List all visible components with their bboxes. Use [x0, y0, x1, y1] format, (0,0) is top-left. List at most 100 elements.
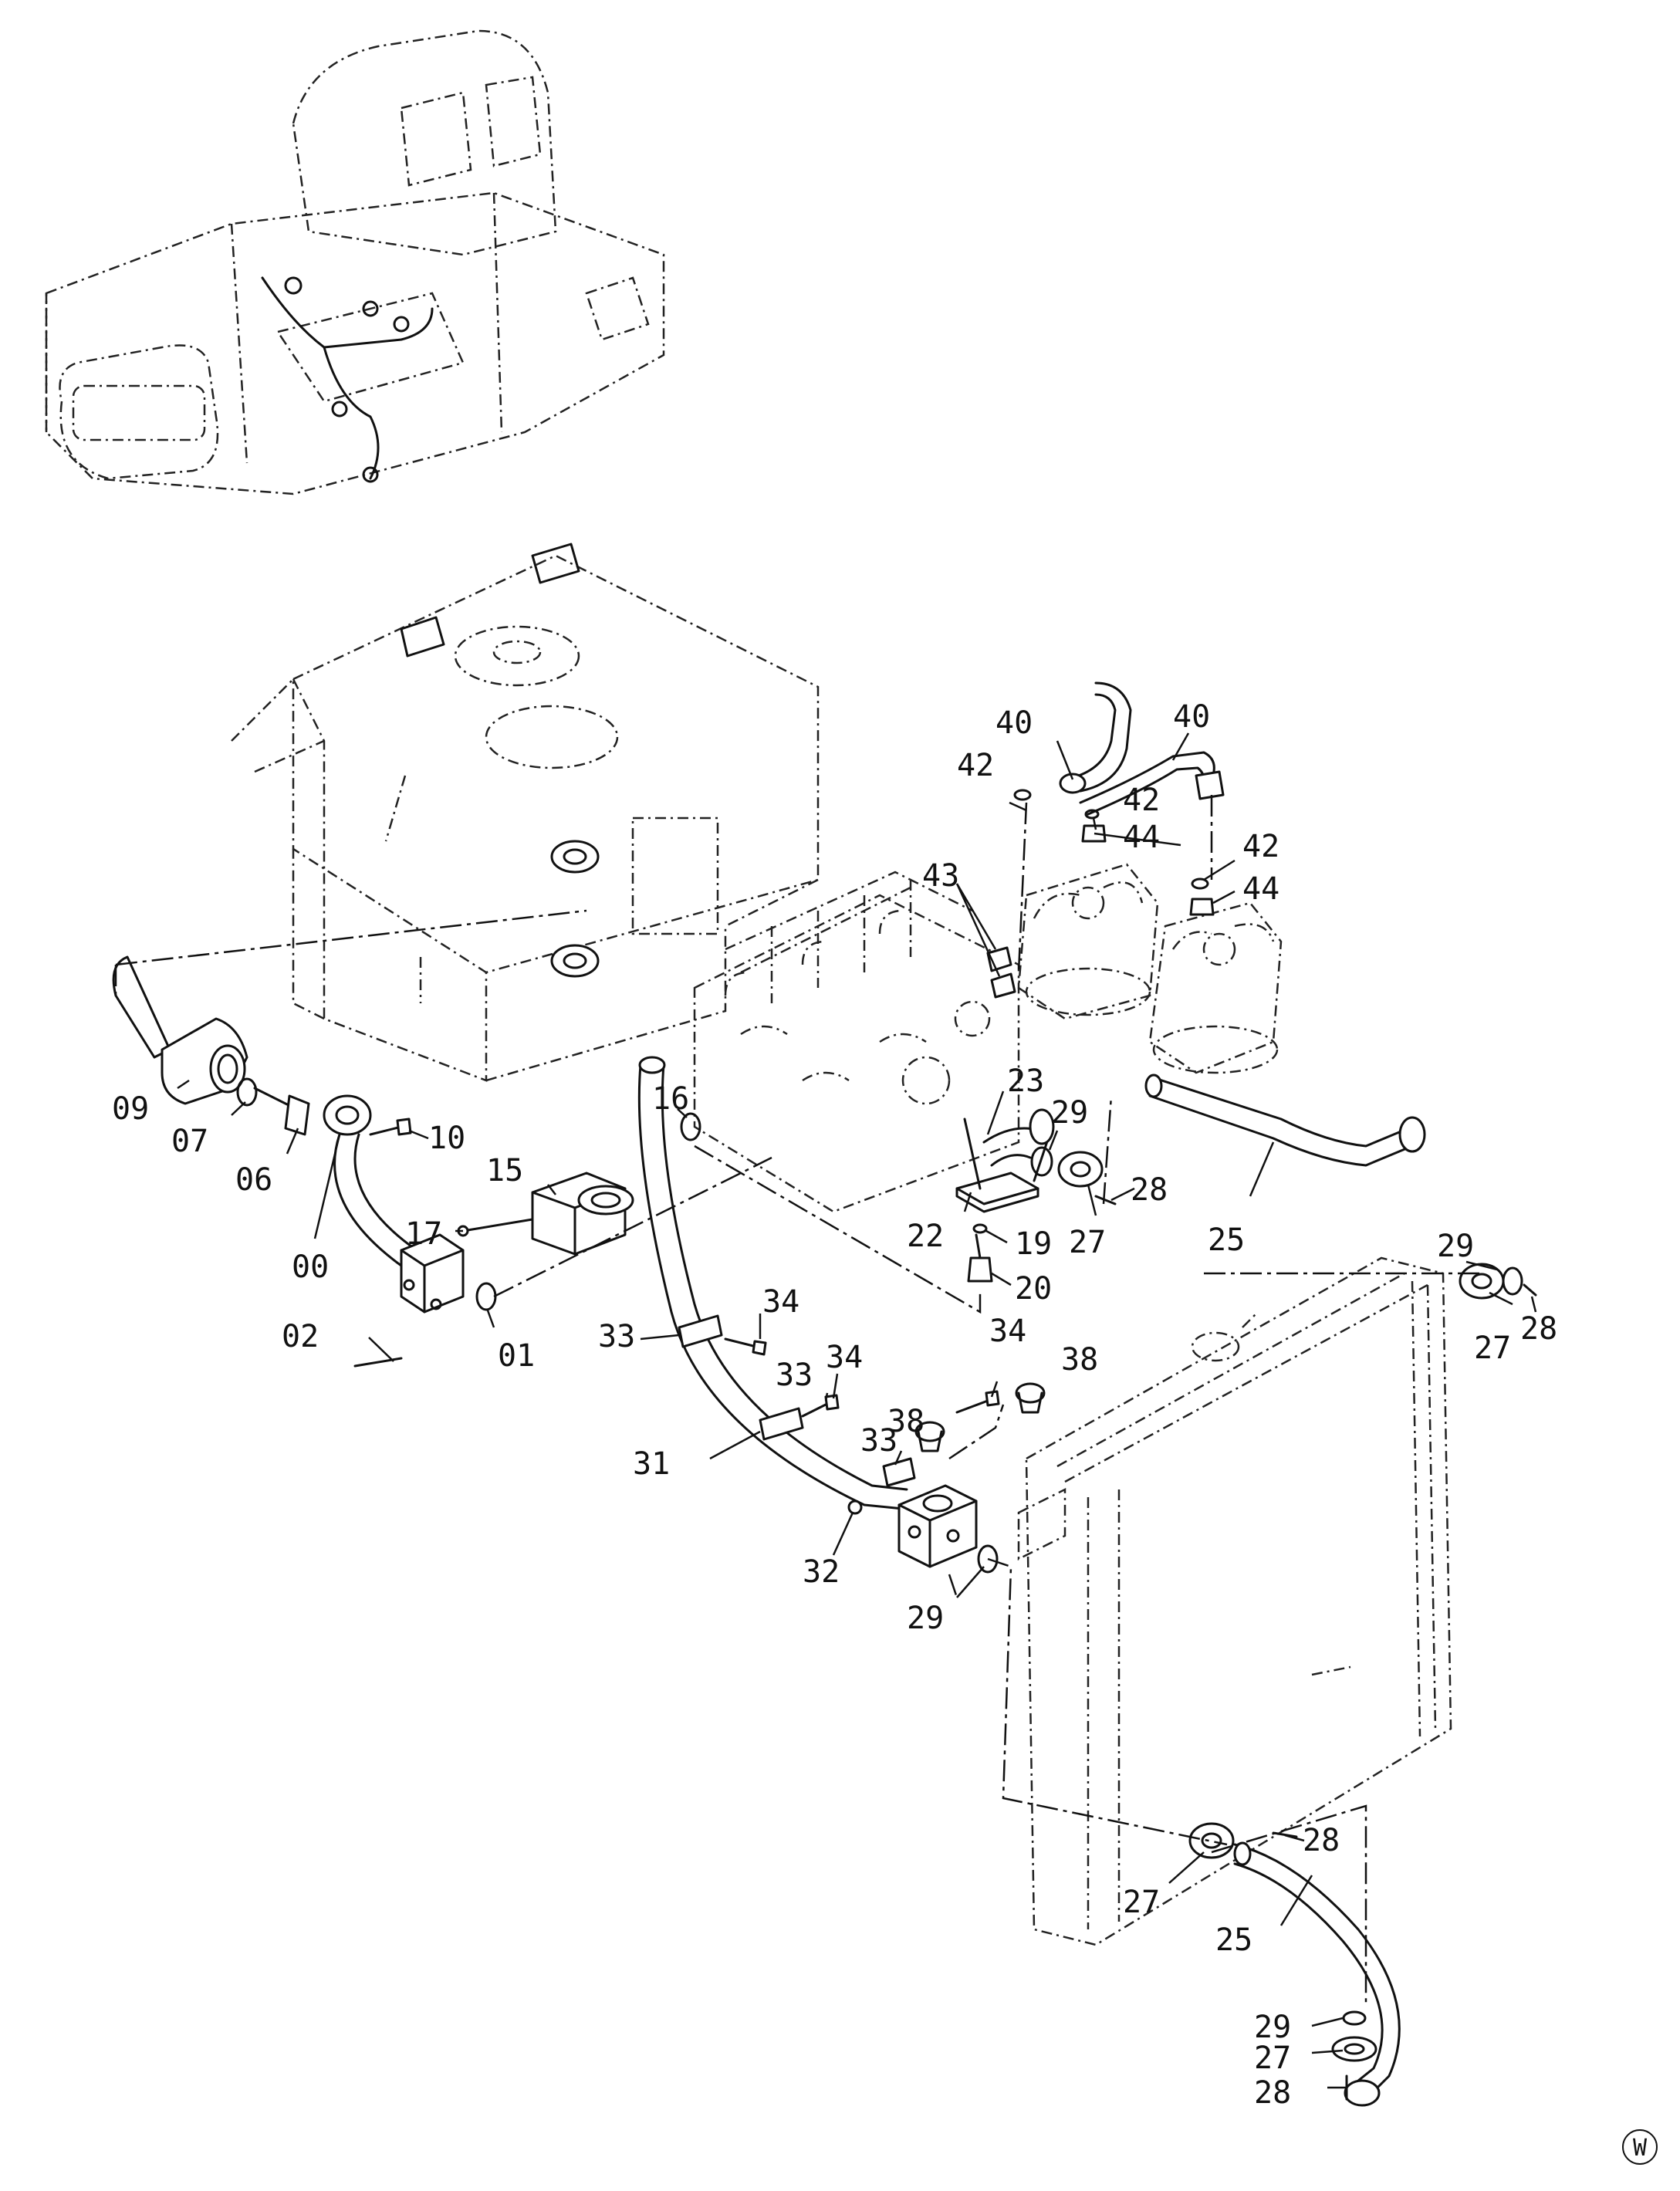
callout-27-lower-b: 27 — [1254, 2041, 1291, 2076]
callout-17: 17 — [405, 1216, 442, 1252]
callout-27-lower-a: 27 — [1123, 1885, 1160, 1920]
callout-29-lower: 29 — [1254, 2010, 1291, 2045]
callout-33-a: 33 — [598, 1319, 635, 1354]
callout-31: 31 — [633, 1446, 670, 1482]
pump-motor-phantom — [1148, 901, 1283, 1074]
callout-06: 06 — [235, 1162, 272, 1198]
return-pipe-31 — [637, 1056, 908, 1510]
plug-38-b — [1015, 1382, 1046, 1414]
o-ring-19 — [972, 1223, 988, 1234]
callout-25-lower: 25 — [1215, 1922, 1252, 1958]
svg-text:W: W — [1633, 2135, 1648, 2162]
fitting-06 — [253, 1087, 310, 1136]
callout-27-radiator-top: 27 — [1474, 1330, 1511, 1366]
tank-return-port — [550, 840, 600, 874]
callout-29-block: 29 — [907, 1601, 944, 1636]
pipe-25-lower — [1233, 1841, 1401, 2107]
o-ring-29-lower — [1342, 2010, 1367, 2026]
callout-42-b: 42 — [1123, 783, 1160, 818]
suction-pipe-09 — [112, 955, 248, 1105]
callout-01: 01 — [498, 1338, 535, 1374]
callout-34-b: 34 — [826, 1340, 863, 1375]
hose-40-left — [1059, 681, 1132, 794]
flange-22 — [955, 1117, 1039, 1213]
callout-33-b: 33 — [776, 1358, 813, 1393]
fitting-20 — [967, 1233, 993, 1283]
fitting-44-left — [1081, 824, 1107, 843]
fittings-43 — [986, 946, 1016, 999]
bolt-28-lower-a — [1272, 1831, 1298, 1838]
o-ring-42-a — [1013, 789, 1032, 801]
callout-34-a: 34 — [762, 1284, 799, 1320]
fitting-44-right — [1189, 898, 1215, 916]
callout-19: 19 — [1015, 1226, 1052, 1262]
callout-00: 00 — [292, 1249, 329, 1285]
swing-motor-phantom — [1017, 863, 1159, 1020]
assembly-chain-lines — [114, 795, 1482, 2007]
flange-00 — [323, 1094, 372, 1136]
callout-labels: 09 07 06 00 10 15 16 17 02 01 23 22 19 2… — [112, 699, 1557, 2111]
hose-40-right — [1079, 751, 1225, 816]
flange-27-lower-a — [1188, 1822, 1235, 1859]
callout-43: 43 — [922, 858, 959, 894]
flange-27-lower-b — [1331, 2036, 1377, 2062]
bolt-10 — [369, 1117, 412, 1136]
hydraulic-tank-phantom — [231, 543, 820, 1082]
block-02 — [400, 1233, 465, 1314]
callout-44-b: 44 — [1242, 871, 1279, 907]
view-mark-w: W — [1622, 2129, 1658, 2165]
elbow-23 — [982, 1108, 1055, 1182]
callout-10: 10 — [428, 1121, 465, 1156]
callout-23: 23 — [1007, 1063, 1044, 1099]
control-valve-phantom — [693, 871, 1020, 1213]
callout-16: 16 — [652, 1081, 689, 1117]
callout-07: 07 — [171, 1124, 208, 1159]
callout-29-elbow: 29 — [1051, 1095, 1088, 1131]
callout-32: 32 — [803, 1554, 840, 1590]
callout-38-b: 38 — [1061, 1342, 1098, 1378]
plug-32 — [847, 1500, 863, 1515]
callout-25-upper: 25 — [1208, 1222, 1245, 1258]
o-ring-29-elbow — [1030, 1146, 1053, 1177]
callout-33-c: 33 — [860, 1423, 897, 1459]
callout-27-upper: 27 — [1069, 1225, 1106, 1260]
callout-40-b: 40 — [1173, 699, 1210, 735]
tank-suction-port — [550, 944, 600, 978]
pipe-25-upper — [1144, 1074, 1426, 1167]
callout-28-upper: 28 — [1131, 1172, 1168, 1208]
plug-38-a — [914, 1421, 945, 1452]
excavator-overview-phantom — [45, 29, 665, 495]
callout-38-a: 38 — [887, 1404, 925, 1439]
callout-40-a: 40 — [995, 705, 1033, 741]
manifold-block — [897, 1484, 978, 1568]
o-ring-29-radiator-top — [1502, 1266, 1523, 1296]
callout-29-radiator-top: 29 — [1437, 1229, 1474, 1264]
callout-28-lower-b: 28 — [1254, 2075, 1291, 2111]
callout-34-c: 34 — [989, 1314, 1026, 1349]
o-ring-42-b — [1084, 809, 1100, 820]
clamp-33-a — [678, 1314, 723, 1348]
o-ring-01 — [475, 1282, 497, 1311]
callout-28-radiator-top: 28 — [1520, 1311, 1557, 1347]
callout-02: 02 — [282, 1319, 319, 1354]
callout-42-a: 42 — [957, 748, 994, 783]
callout-09: 09 — [112, 1091, 149, 1127]
bolt-28-upper — [1094, 1195, 1117, 1205]
bolt-02 — [353, 1357, 403, 1368]
bolt-28-radiator-top — [1523, 1283, 1537, 1297]
callout-22: 22 — [907, 1219, 944, 1254]
callout-15: 15 — [486, 1153, 523, 1188]
bolt-34-b — [801, 1394, 840, 1418]
o-ring-16 — [680, 1112, 701, 1141]
callout-28-lower-a: 28 — [1303, 1823, 1340, 1858]
o-ring-07 — [236, 1077, 258, 1107]
oil-cooler-phantom — [1017, 1256, 1452, 1946]
callout-20: 20 — [1015, 1271, 1052, 1307]
clamp-33-c — [882, 1457, 916, 1487]
clamp-33-b — [759, 1407, 804, 1441]
flange-27-upper — [1057, 1151, 1104, 1188]
o-ring-42-c — [1191, 877, 1209, 890]
bolt-34-a — [724, 1337, 767, 1356]
bolt-17 — [457, 1218, 534, 1237]
